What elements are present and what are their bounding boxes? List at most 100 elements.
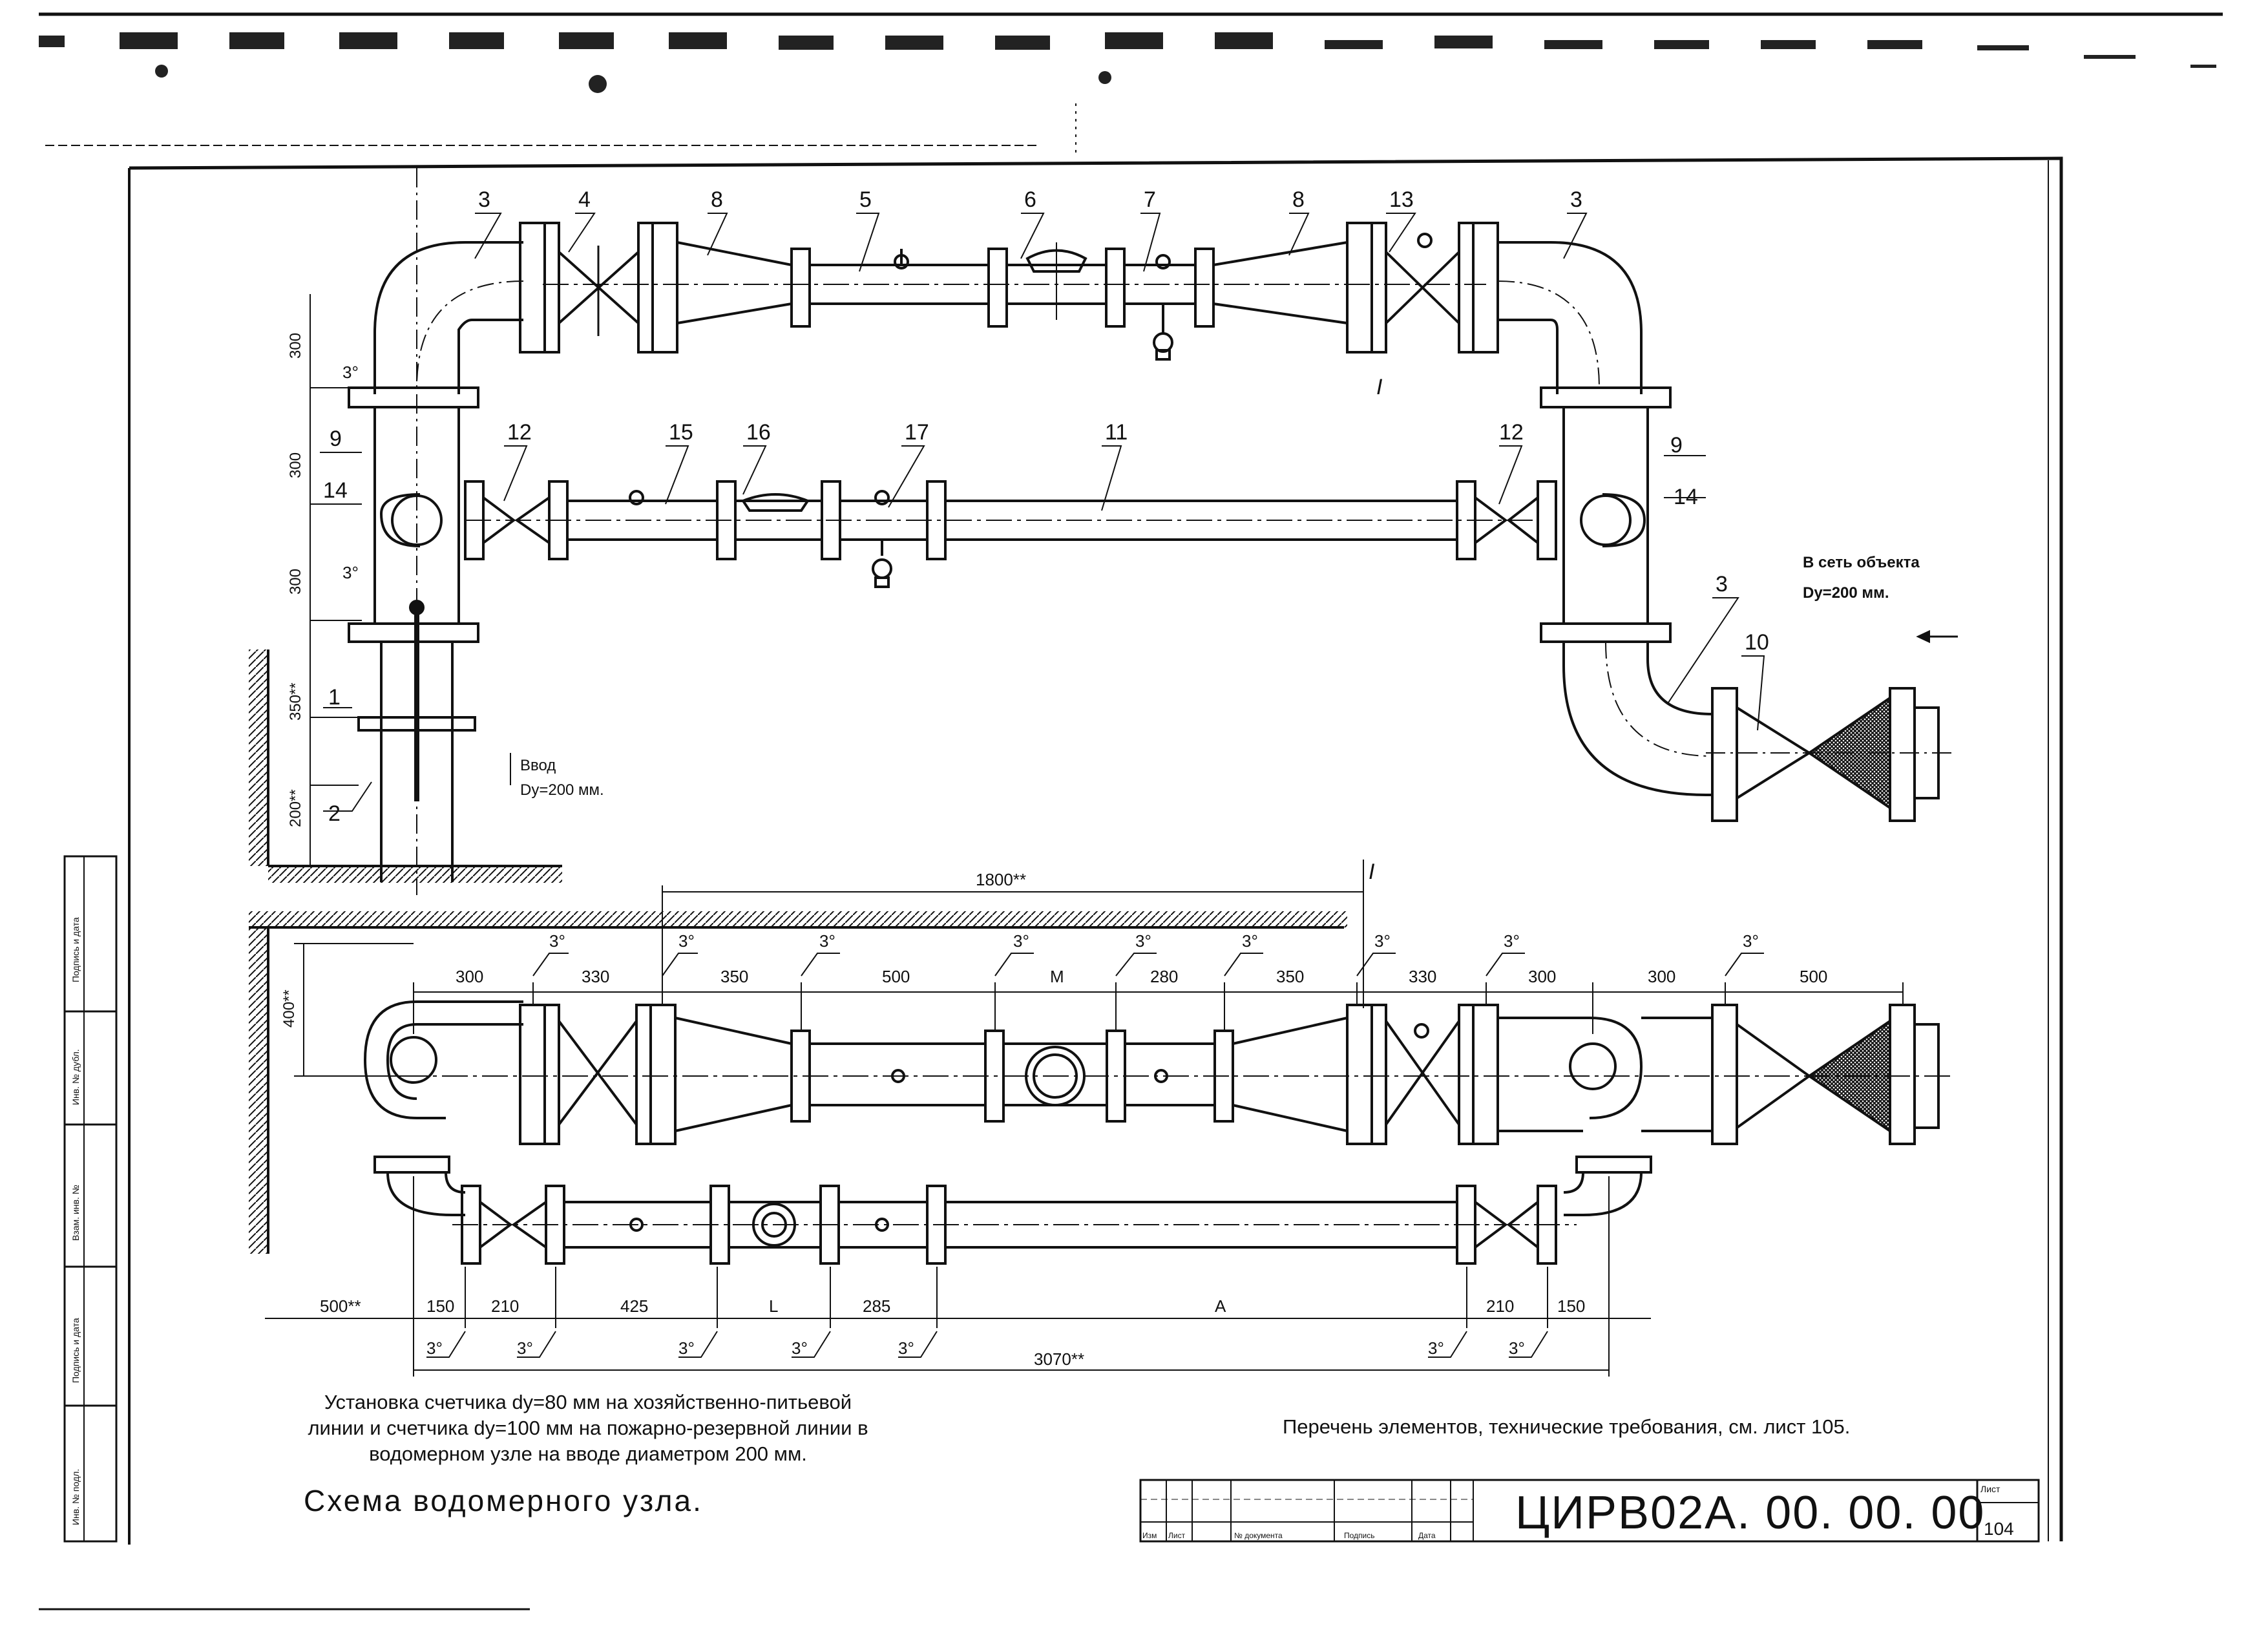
stamp-label-5: Инв. № подл.	[70, 1469, 81, 1525]
dim-bottom-5: L	[769, 1296, 778, 1316]
angle-bottom-6: 3°	[1428, 1338, 1444, 1358]
dim-left-5: 200**	[287, 789, 304, 827]
dim-overall-bottom: 3070**	[1034, 1349, 1084, 1369]
pos-14-right: 14	[1674, 485, 1698, 509]
pos-3deg-b: 3°	[342, 563, 359, 582]
tb-col-rev: Изм	[1142, 1531, 1157, 1540]
pos-3deg-a: 3°	[342, 363, 359, 382]
tb-col-date: Дата	[1418, 1531, 1436, 1540]
pos-13: 13	[1389, 187, 1414, 212]
pos-10: 10	[1745, 630, 1769, 655]
dim-left-1: 300	[287, 333, 304, 359]
pos-12-right: 12	[1499, 420, 1524, 445]
dim-left-2: 300	[287, 452, 304, 478]
dim-plan-height: 400**	[280, 989, 298, 1028]
dim-top-8: 330	[1409, 967, 1436, 986]
drawing-frame	[128, 156, 2063, 1545]
pos-12-left: 12	[507, 420, 532, 445]
pos-9-right: 9	[1670, 433, 1683, 458]
pos-6: 6	[1024, 187, 1036, 212]
dim-top-5: M	[1050, 967, 1064, 986]
dim-top-1: 300	[456, 967, 483, 986]
dim-left-4: 350**	[287, 682, 304, 721]
title-block	[1139, 1479, 2040, 1543]
pos-1: 1	[328, 685, 341, 710]
angle-bottom-1: 3°	[426, 1338, 443, 1358]
dim-bottom-4: 425	[620, 1296, 648, 1316]
dim-bottom-8: 210	[1486, 1296, 1514, 1316]
tb-col-sheet: Лист	[1168, 1531, 1186, 1540]
pos-5: 5	[859, 187, 872, 212]
pos-2: 2	[328, 801, 341, 826]
stamp-label-4: Подпись и дата	[70, 1318, 81, 1383]
sheet-label: Лист	[1980, 1484, 2000, 1494]
dim-top-9: 300	[1528, 967, 1556, 986]
section-mark-b: I	[1369, 860, 1375, 884]
angle-top-9: 3°	[1743, 931, 1759, 951]
caption-line-2: линии и счетчика dy=100 мм на пожарно-ре…	[308, 1417, 868, 1439]
dim-top-2: 330	[582, 967, 609, 986]
pos-14-left: 14	[323, 478, 348, 503]
tb-col-doc: № документа	[1234, 1531, 1283, 1540]
pos-17: 17	[905, 420, 929, 445]
angle-bottom-2: 3°	[517, 1338, 533, 1358]
pos-4: 4	[578, 187, 591, 212]
sheet-number: 104	[1984, 1519, 2014, 1539]
angle-top-3: 3°	[819, 931, 835, 951]
stamp-label-1: Подпись и дата	[70, 917, 81, 982]
dim-top-3: 350	[720, 967, 748, 986]
tb-col-sign: Подпись	[1344, 1531, 1375, 1540]
pos-3-bend: 3	[1716, 572, 1728, 597]
dim-top-4: 500	[882, 967, 910, 986]
dim-top-7: 350	[1276, 967, 1304, 986]
dim-bottom-3: 210	[491, 1296, 519, 1316]
inlet-title: Ввод	[520, 757, 556, 774]
installation-caption: Установка счетчика dy=80 мм на хозяйстве…	[200, 1389, 976, 1467]
dim-bottom-1: 500**	[320, 1296, 361, 1316]
scheme-title: Схема водомерного узла.	[304, 1484, 703, 1517]
document-code: ЦИРВ02А. 00. 00. 00	[1515, 1487, 1986, 1539]
caption-line-1: Установка счетчика dy=80 мм на хозяйстве…	[324, 1391, 852, 1413]
inlet-size: Dy=200 мм.	[520, 781, 604, 799]
pos-3-right: 3	[1570, 187, 1582, 212]
pos-8-right: 8	[1292, 187, 1305, 212]
spec-note: Перечень элементов, технические требован…	[1283, 1415, 1851, 1438]
pos-11: 11	[1105, 420, 1128, 445]
scan-header-noise	[39, 12, 2223, 1611]
angle-top-2: 3°	[678, 931, 695, 951]
dim-overall-top: 1800**	[976, 870, 1026, 889]
section-mark-a: I	[1376, 375, 1383, 399]
dim-top-6: 280	[1150, 967, 1178, 986]
elevation-view	[249, 168, 1958, 895]
plan-view	[249, 860, 1951, 1377]
angle-top-4: 3°	[1013, 931, 1029, 951]
outlet-title: В сеть объекта	[1803, 554, 1920, 571]
stamp-label-2: Инв. № дубл.	[70, 1049, 81, 1105]
dim-bottom-2: 150	[426, 1296, 454, 1316]
angle-bottom-5: 3°	[898, 1338, 914, 1358]
outlet-size: Dy=200 мм.	[1803, 584, 1889, 602]
pos-9-left: 9	[330, 427, 342, 451]
pos-15: 15	[669, 420, 693, 445]
angle-top-5: 3°	[1135, 931, 1151, 951]
pos-7: 7	[1144, 187, 1156, 212]
angle-top-8: 3°	[1504, 931, 1520, 951]
dim-bottom-6: 285	[863, 1296, 890, 1316]
caption-line-3: водомерном узле на вводе диаметром 200 м…	[369, 1442, 807, 1465]
angle-top-1: 3°	[549, 931, 565, 951]
angle-top-6: 3°	[1242, 931, 1258, 951]
angle-bottom-4: 3°	[792, 1338, 808, 1358]
dim-left-3: 300	[287, 569, 304, 595]
dim-bottom-9: 150	[1557, 1296, 1585, 1316]
angle-top-7: 3°	[1374, 931, 1391, 951]
dim-bottom-7: A	[1215, 1296, 1226, 1316]
dim-top-11: 500	[1800, 967, 1827, 986]
angle-bottom-3: 3°	[678, 1338, 695, 1358]
pos-3-left: 3	[478, 187, 490, 212]
angle-bottom-7: 3°	[1509, 1338, 1525, 1358]
pos-8-left: 8	[711, 187, 723, 212]
stamp-label-3: Взам. инв. №	[70, 1185, 81, 1241]
pos-16: 16	[746, 420, 771, 445]
